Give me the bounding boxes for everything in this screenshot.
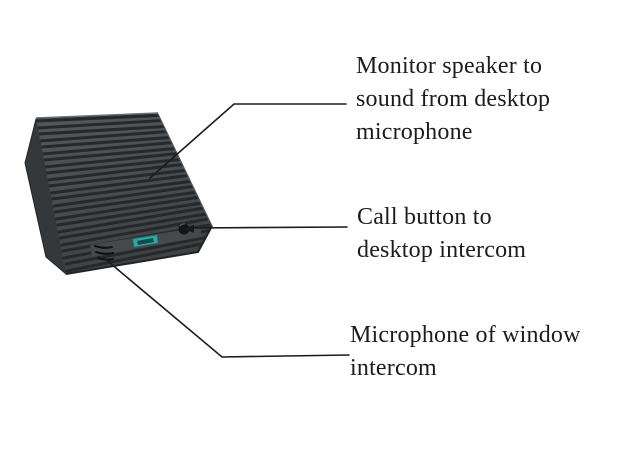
label-line: intercom xyxy=(350,355,437,381)
label-line: microphone xyxy=(356,119,473,145)
label-line: Monitor speaker to xyxy=(356,53,543,79)
leader-line-call-button xyxy=(184,224,348,233)
callout-label-monitor-speaker: Monitor speaker to sound from desktop mi… xyxy=(356,50,550,149)
callout-label-window-microphone: Microphone of window intercom xyxy=(350,319,581,385)
label-line: sound from desktop xyxy=(356,86,551,112)
label-line: desktop intercom xyxy=(357,237,527,263)
label-line: Microphone of window xyxy=(350,322,581,348)
label-line: Call button to xyxy=(357,204,492,230)
callout-label-call-button: Call button to desktop intercom xyxy=(357,201,526,267)
leader-line-window-microphone xyxy=(103,257,350,358)
talk-button[interactable] xyxy=(132,234,159,248)
right-edge-highlight xyxy=(157,113,213,227)
ridge-highlight xyxy=(35,112,159,119)
bottom-edge xyxy=(65,225,213,275)
leader-line-monitor-speaker xyxy=(149,103,347,179)
leader-arrowhead xyxy=(184,224,194,233)
